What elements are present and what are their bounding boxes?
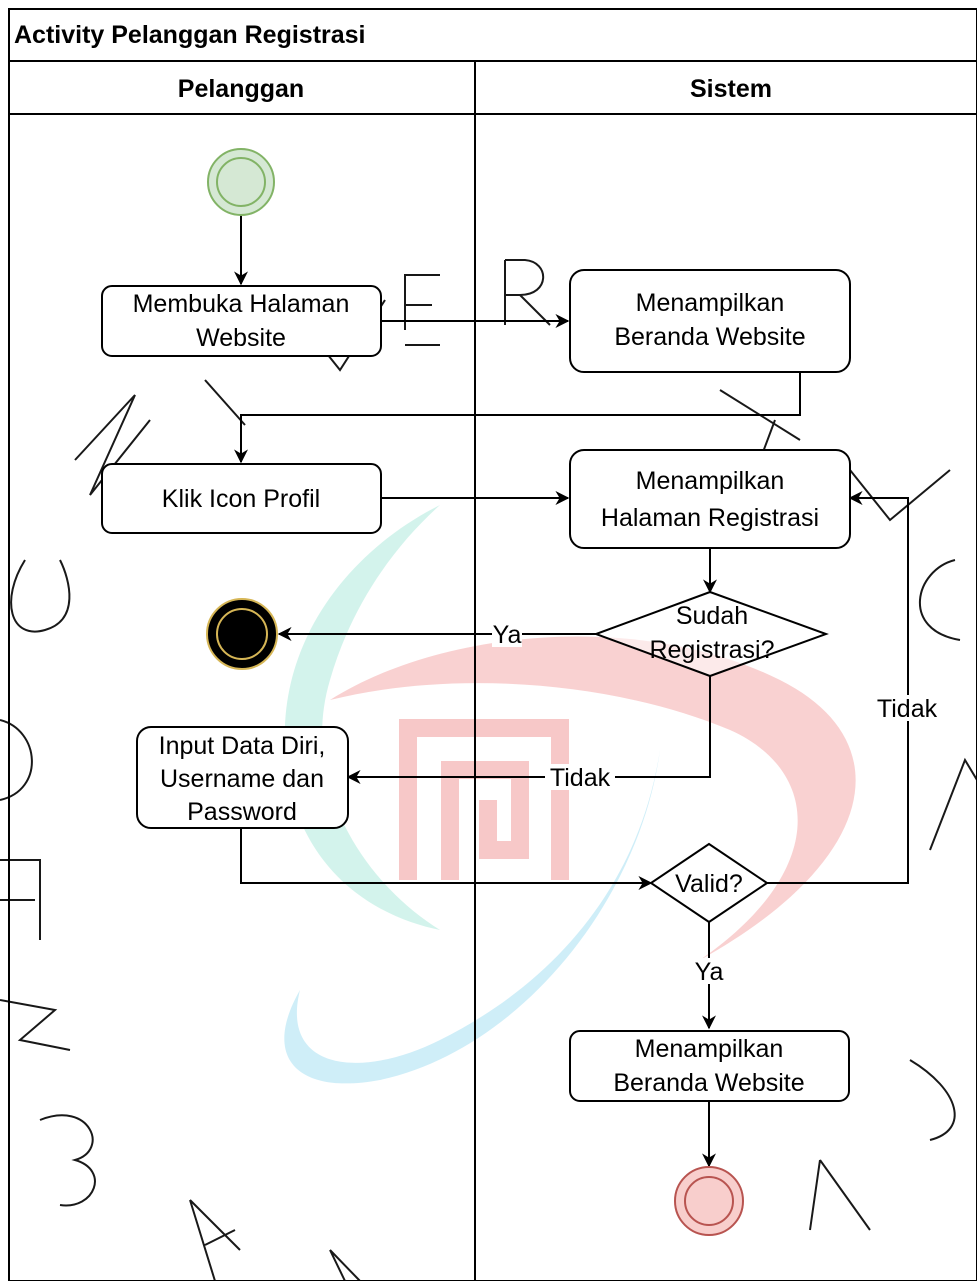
action-beranda2-line2: Beranda Website xyxy=(613,1069,804,1097)
edge-sudah-to-input xyxy=(346,676,711,784)
action-menampilkan-registrasi: Menampilkan Halaman Registrasi xyxy=(569,449,851,549)
action-klik-line1: Klik Icon Profil xyxy=(162,485,320,513)
decision-sudah-line2: Registrasi? xyxy=(649,636,774,664)
action-membuka-halaman: Membuka Halaman Website xyxy=(101,285,382,357)
lane-header-pelanggan: Pelanggan xyxy=(178,75,304,103)
action-beranda1-line1: Menampilkan xyxy=(636,289,785,317)
action-menampilkan-beranda-1: Menampilkan Beranda Website xyxy=(569,269,851,373)
edge-valid-to-registrasi xyxy=(767,491,909,884)
edge-label-ya-beranda: Ya xyxy=(695,958,724,986)
decision-sudah-registrasi: Sudah Registrasi? xyxy=(593,590,829,678)
decision-sudah-line1: Sudah xyxy=(676,602,748,630)
action-registrasi-line1: Menampilkan xyxy=(636,467,785,495)
diagram-title: Activity Pelanggan Registrasi xyxy=(14,21,366,49)
action-beranda1-line2: Beranda Website xyxy=(614,323,805,351)
action-membuka-line1: Membuka Halaman xyxy=(133,290,350,318)
action-input-line2: Username dan xyxy=(160,765,324,793)
action-klik-icon-profil: Klik Icon Profil xyxy=(101,463,382,534)
start-node xyxy=(207,148,275,216)
action-input-line3: Password xyxy=(187,798,297,826)
action-input-line1: Input Data Diri, xyxy=(159,732,326,760)
lane-header-sistem: Sistem xyxy=(690,75,772,103)
decision-valid: Valid? xyxy=(649,842,769,924)
end-node xyxy=(206,598,278,670)
action-registrasi-line2: Halaman Registrasi xyxy=(601,504,819,532)
action-input-data: Input Data Diri, Username dan Password xyxy=(136,726,349,829)
watermark-logo xyxy=(284,505,856,1084)
watermark-letters xyxy=(0,259,977,1281)
edges xyxy=(234,215,909,1168)
edge-label-ya-end: Ya xyxy=(493,621,522,649)
action-menampilkan-beranda-2: Menampilkan Beranda Website xyxy=(569,1030,850,1102)
edge-label-tidak-input: Tidak xyxy=(550,764,611,792)
swimlane-frame xyxy=(8,8,977,1281)
action-membuka-line2: Website xyxy=(196,324,286,352)
edge-label-tidak-registrasi: Tidak xyxy=(877,695,938,723)
final-node xyxy=(674,1166,744,1236)
edge-input-to-valid xyxy=(240,828,653,890)
edge-beranda-to-klik xyxy=(234,372,801,464)
action-beranda2-line1: Menampilkan xyxy=(635,1035,784,1063)
decision-valid-label: Valid? xyxy=(675,870,743,898)
